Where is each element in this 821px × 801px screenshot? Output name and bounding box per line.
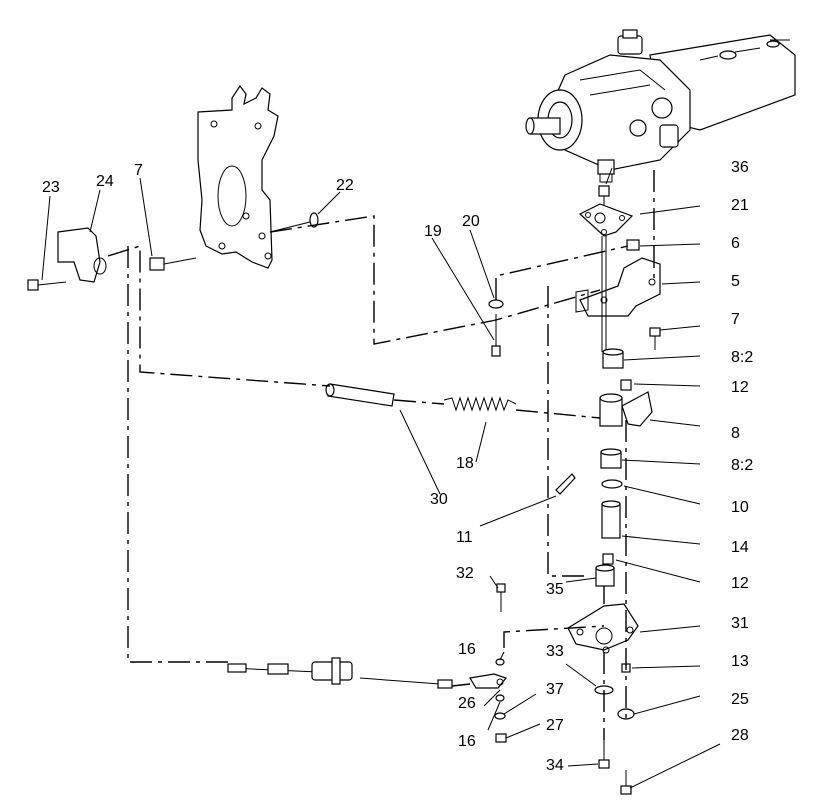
- callout-16-top: 16: [458, 641, 476, 658]
- bolt-32: [496, 583, 506, 612]
- callout-21: 21: [731, 197, 749, 214]
- pivot-8: [599, 391, 653, 427]
- shaft: [601, 236, 607, 352]
- callout-26: 26: [458, 695, 476, 712]
- bolt-36: [598, 185, 610, 206]
- callout-11: 11: [456, 529, 473, 546]
- bolt-34: [598, 740, 610, 769]
- callout-8: 8: [731, 425, 740, 442]
- spring-18: [443, 396, 517, 412]
- bolt-23: [27, 279, 67, 291]
- leader-lines: [41, 167, 721, 789]
- bushing-8-2-top: [602, 348, 624, 369]
- callout-16-bottom: 16: [458, 733, 476, 750]
- callout-8-2-top: 8:2: [731, 349, 753, 366]
- callout-36: 36: [731, 159, 749, 176]
- callout-30: 30: [430, 491, 448, 508]
- callout-20: 20: [462, 213, 480, 230]
- callout-34: 34: [546, 757, 564, 774]
- callout-35: 35: [546, 581, 564, 598]
- bracket-24: [57, 227, 107, 283]
- callout-7-left: 7: [134, 162, 143, 179]
- callout-31: 31: [731, 615, 749, 632]
- plate-21: [578, 203, 634, 237]
- callout-25: 25: [731, 691, 749, 708]
- callout-8-2-bottom: 8:2: [731, 457, 753, 474]
- assembly-lines: [107, 170, 655, 740]
- callout-14: 14: [731, 539, 749, 556]
- spacer-14: [601, 500, 621, 539]
- callout-33: 33: [546, 643, 564, 660]
- callout-5: 5: [731, 273, 740, 290]
- callout-12-bottom: 12: [731, 575, 749, 592]
- nut-12-bottom: [602, 553, 614, 565]
- arm-5: [575, 257, 661, 317]
- callout-10: 10: [731, 499, 749, 516]
- sleeve-30: [325, 383, 395, 407]
- bolt-28: [620, 770, 632, 795]
- mounting-plate: [197, 84, 279, 269]
- plate-31: [567, 603, 639, 654]
- callout-37: 37: [546, 681, 564, 698]
- callout-18: 18: [456, 455, 474, 472]
- pin-11: [555, 473, 576, 495]
- washer-20: [488, 299, 504, 309]
- callout-19: 19: [424, 223, 442, 240]
- callout-6: 6: [731, 235, 740, 252]
- callout-7-right: 7: [731, 311, 740, 328]
- callout-12-top: 12: [731, 379, 749, 396]
- part-callouts: 23 24 7 22 36 21 20 19 6 5 7 8:2 12 8 18…: [42, 159, 753, 774]
- callout-32: 32: [456, 565, 474, 582]
- bushing-8-2-bottom: [600, 448, 622, 469]
- callout-24: 24: [96, 173, 114, 190]
- cable-26: [227, 657, 508, 689]
- nut-6: [626, 239, 640, 251]
- callout-27: 27: [546, 717, 564, 734]
- washer-22: [269, 212, 319, 233]
- nut-12-top: [620, 379, 632, 391]
- callout-13: 13: [731, 653, 749, 670]
- bolt-7-right: [649, 327, 661, 350]
- bolt-7-left: [149, 257, 197, 271]
- hydraulic-pump: [525, 29, 796, 183]
- callout-23: 23: [42, 179, 60, 196]
- callout-22: 22: [336, 177, 354, 194]
- bushing-35: [595, 564, 615, 587]
- washers-16-37-27: [494, 658, 507, 743]
- callout-28: 28: [731, 727, 749, 744]
- washer-10: [601, 479, 623, 489]
